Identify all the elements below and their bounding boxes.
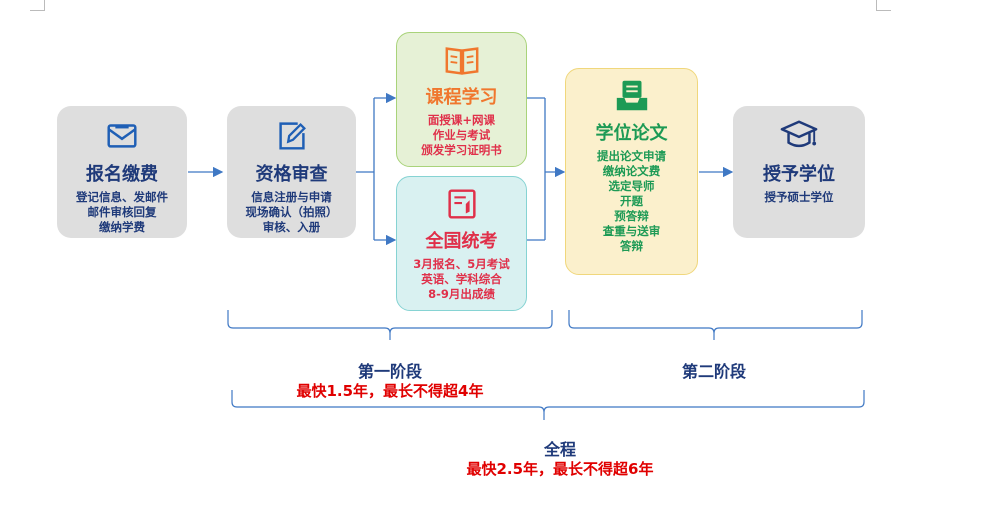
detail-line: 审核、入册 [262, 220, 321, 234]
stage-title: 全国统考 [425, 231, 498, 252]
phase1-note: 最快1.5年，最长不得超4年 [296, 382, 484, 400]
detail-line: 选定导师 [608, 179, 655, 193]
stage-detail: 3月报名、5月考试 英语、学科综合 8-9月出成绩 [413, 257, 510, 302]
stage-thesis: 学位论文 提出论文申请 缴纳论文费 选定导师 开题 预答辩 查重与送审 答辩 [565, 68, 698, 275]
stage-detail: 授予硕士学位 [765, 190, 834, 205]
detail-line: 提出论文申请 [597, 149, 666, 163]
bracket-phase2 [568, 310, 863, 340]
detail-line: 作业与考试 [432, 128, 491, 142]
detail-line: 英语、学科综合 [421, 272, 502, 286]
stage-title: 授予学位 [763, 164, 835, 185]
detail-line: 邮件审核回复 [87, 205, 157, 219]
stage-detail: 信息注册与申请 现场确认（拍照） 审核、入册 [246, 190, 338, 235]
stage-register: 报名缴费 登记信息、发邮件 邮件审核回复 缴纳学费 [57, 106, 187, 238]
graduation-cap-icon [780, 120, 818, 148]
detail-line: 缴纳论文费 [602, 164, 661, 178]
detail-line: 现场确认（拍照） [245, 205, 338, 219]
stage-detail: 面授课+网课 作业与考试 颁发学习证明书 [421, 113, 502, 158]
phase1-label: 第一阶段 [357, 362, 422, 381]
phase2-label: 第二阶段 [681, 362, 746, 381]
detail-line: 授予硕士学位 [764, 190, 834, 204]
stage-detail: 提出论文申请 缴纳论文费 选定导师 开题 预答辩 查重与送审 答辩 [597, 149, 666, 254]
envelope-icon [107, 124, 137, 148]
stage-degree: 授予学位 授予硕士学位 [733, 106, 865, 238]
bracket-phase1 [227, 310, 553, 340]
stage-title: 课程学习 [425, 87, 498, 108]
stage-title: 学位论文 [595, 123, 668, 144]
detail-line: 信息注册与申请 [251, 190, 332, 204]
detail-line: 8-9月出成绩 [428, 287, 495, 301]
whole-label: 全程 [543, 440, 576, 459]
detail-line: 3月报名、5月考试 [413, 257, 510, 271]
stage-title: 资格审查 [255, 164, 328, 185]
stage-detail: 登记信息、发邮件 邮件审核回复 缴纳学费 [76, 190, 168, 235]
detail-line: 预答辩 [614, 209, 649, 223]
detail-line: 查重与送审 [602, 224, 661, 238]
book-icon [445, 47, 478, 75]
edit-icon [278, 122, 306, 150]
detail-line: 开题 [620, 194, 643, 208]
detail-line: 面授课+网课 [427, 113, 496, 127]
stage-review: 资格审查 信息注册与申请 现场确认（拍照） 审核、入册 [227, 106, 356, 238]
detail-line: 登记信息、发邮件 [76, 190, 168, 204]
stage-title: 报名缴费 [86, 164, 158, 185]
stage-course: 课程学习 面授课+网课 作业与考试 颁发学习证明书 [396, 32, 527, 167]
exam-paper-icon [447, 189, 476, 219]
detail-line: 颁发学习证明书 [421, 143, 502, 157]
corner-mark-left [30, 0, 45, 11]
detail-line: 缴纳学费 [99, 220, 145, 234]
whole-note: 最快2.5年，最长不得超6年 [466, 460, 654, 478]
detail-line: 答辩 [620, 239, 643, 253]
corner-mark-right [876, 0, 891, 11]
stage-exam: 全国统考 3月报名、5月考试 英语、学科综合 8-9月出成绩 [396, 176, 527, 311]
inbox-document-icon [616, 80, 647, 111]
bracket-whole [231, 390, 865, 420]
